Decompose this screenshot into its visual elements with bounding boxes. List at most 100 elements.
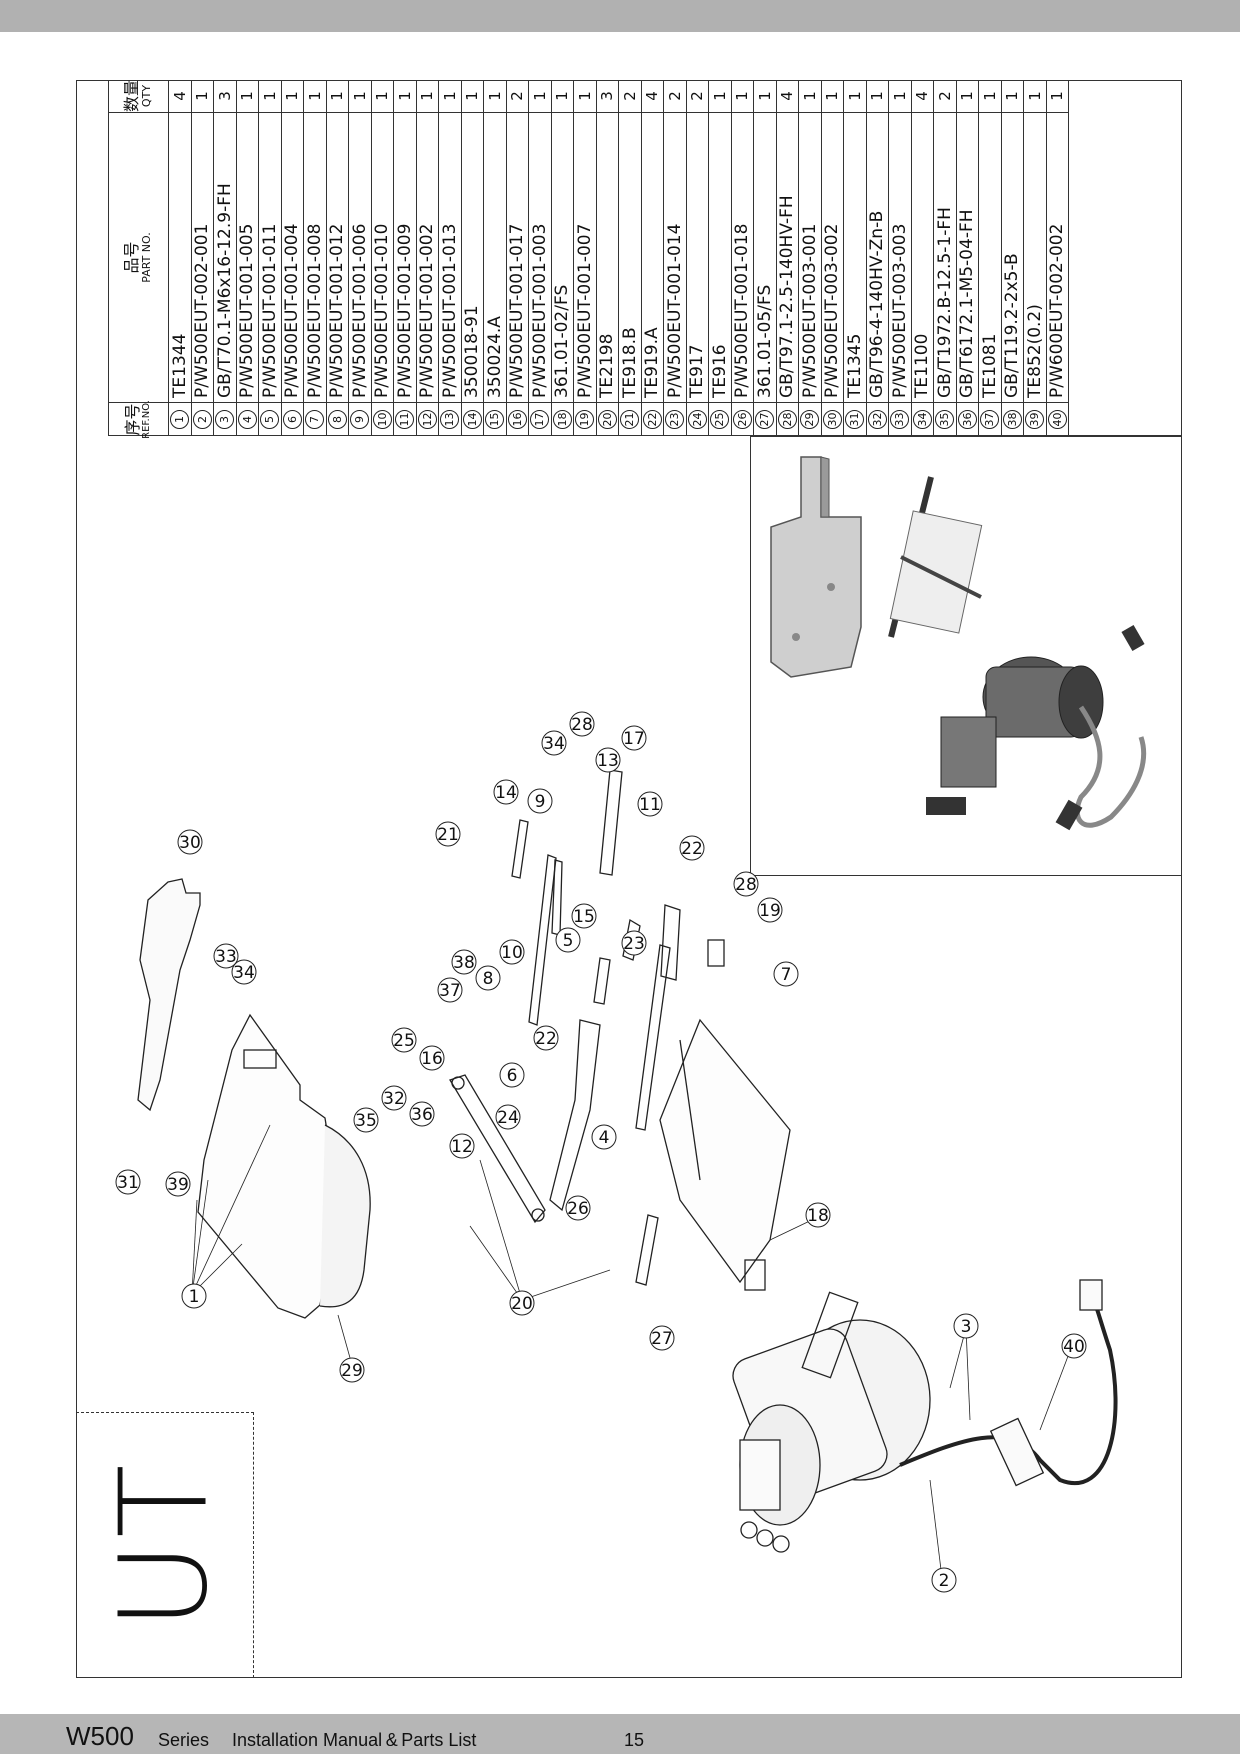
quantity: 1 [530, 91, 549, 101]
quantity: 4 [913, 91, 932, 101]
quantity: 1 [553, 91, 572, 101]
balloon-40: 40 [1061, 1333, 1087, 1359]
header-qty: 数量 QTY [109, 80, 168, 112]
part-2-solenoid [732, 1259, 931, 1553]
balloon-22a: 22 [533, 1025, 559, 1051]
balloon-33: 33 [213, 943, 239, 969]
part-number: P/W500EUT-001-006 [349, 112, 371, 402]
ref-cell: 40 [1046, 402, 1068, 436]
balloon-15: 15 [571, 903, 597, 929]
ref-cell: 33 [889, 402, 911, 436]
svg-text:34: 34 [233, 963, 255, 983]
footer-model: W500 [66, 1721, 134, 1751]
svg-text:9: 9 [535, 792, 546, 812]
balloon-10: 10 [499, 939, 525, 965]
quantity: 1 [868, 91, 887, 101]
ref-cell: 3 [214, 402, 236, 436]
svg-text:28: 28 [735, 875, 757, 895]
balloon-29: 29 [339, 1357, 365, 1383]
svg-text:18: 18 [807, 1206, 829, 1226]
svg-text:3: 3 [961, 1317, 972, 1337]
part-18-base [659, 1018, 791, 1284]
quantity: 1 [575, 91, 594, 101]
quantity: 4 [643, 91, 662, 101]
ref-cell: 32 [866, 402, 888, 436]
svg-text:14: 14 [495, 783, 517, 803]
ref-cell: 37 [979, 402, 1001, 436]
ref-number: 40 [1047, 410, 1067, 429]
ref-cell: 5 [259, 402, 281, 436]
parts-table-header: 序号 REF.NO. 品号 PART NO. 数量 QTY [109, 80, 169, 439]
ref-number: 7 [305, 410, 325, 429]
part-number: TE1100 [911, 112, 933, 402]
ref-cell: 27 [754, 402, 776, 436]
svg-text:11: 11 [639, 795, 661, 815]
svg-text:34: 34 [543, 734, 565, 754]
ref-number: 17 [530, 410, 550, 429]
svg-text:20: 20 [511, 1294, 533, 1314]
balloon-13: 13 [595, 747, 621, 773]
balloon-26: 26 [565, 1195, 591, 1221]
balloon-32: 32 [381, 1085, 407, 1111]
ref-cell: 7 [304, 402, 326, 436]
svg-text:24: 24 [497, 1108, 519, 1128]
balloon-24a: 24 [495, 1104, 521, 1130]
ref-cell: 17 [529, 402, 551, 436]
header-part-en: PART NO. [140, 232, 154, 283]
part-12-arm [449, 1074, 546, 1224]
ref-cell: 1 [169, 402, 191, 436]
svg-text:35: 35 [355, 1111, 377, 1131]
ref-cell: 16 [506, 402, 528, 436]
svg-text:13: 13 [597, 751, 619, 771]
part-number: P/W500EUT-001-007 [574, 112, 596, 402]
ref-cell: 12 [416, 402, 438, 436]
quantity: 1 [238, 91, 257, 101]
balloon-31: 31 [115, 1169, 141, 1195]
part-27-link [635, 1214, 659, 1286]
ref-number: 8 [327, 410, 347, 429]
render-arm [888, 476, 983, 638]
svg-text:1: 1 [189, 1287, 200, 1307]
ref-number: 31 [845, 410, 865, 429]
quantity: 3 [215, 91, 234, 101]
svg-text:22: 22 [681, 839, 703, 859]
part-number: TE917 [686, 112, 708, 402]
part-number: GB/T6172.1-M5-04-FH [956, 112, 978, 402]
footer-series: Series [158, 1730, 210, 1750]
part-number: P/W500EUT-003-001 [799, 112, 821, 402]
ref-cell: 20 [596, 402, 618, 436]
part-number: 361.01-05/FS [754, 112, 776, 402]
ref-cell: 11 [394, 402, 416, 436]
svg-text:12: 12 [451, 1137, 473, 1157]
ref-number: 39 [1025, 410, 1045, 429]
ref-cell: 21 [619, 402, 641, 436]
quantity: 1 [1048, 91, 1067, 101]
header-qty-cn: 数量 [122, 79, 142, 112]
header-part: 品号 PART NO. [109, 112, 168, 402]
section-label-box [76, 1412, 254, 1678]
ref-cell: 39 [1024, 402, 1046, 436]
svg-text:6: 6 [507, 1066, 518, 1086]
balloon-1a: 1 [181, 1283, 207, 1309]
balloon-37: 37 [437, 977, 463, 1003]
svg-text:16: 16 [421, 1049, 443, 1069]
ref-cell: 36 [956, 402, 978, 436]
svg-text:39: 39 [167, 1175, 189, 1195]
ref-cell: 22 [641, 402, 663, 436]
